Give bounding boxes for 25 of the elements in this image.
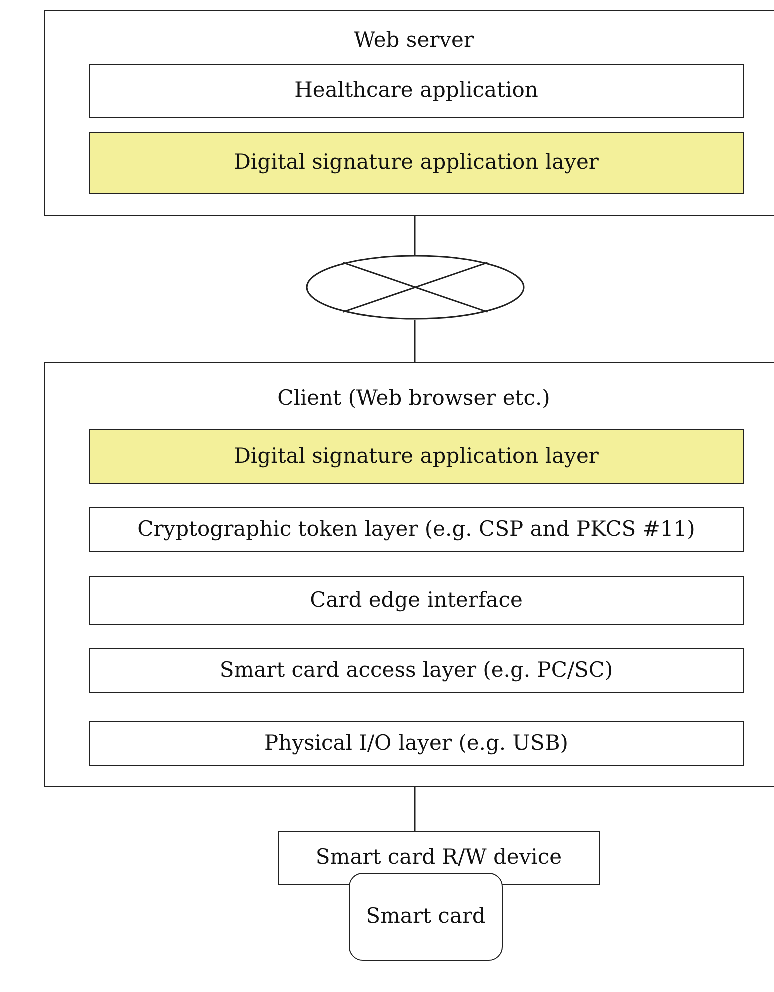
layer-box [278,831,600,885]
smart-card [349,873,503,961]
layer-box [89,429,744,484]
connector-line [414,216,416,255]
layer-box [89,648,744,693]
system-box [44,10,774,216]
layer-label: Digital signature application layer [234,150,599,176]
layer-label: Card edge interface [310,588,523,614]
layer-label: Smart card access layer (e.g. PC/SC) [220,658,614,684]
layer-label: Digital signature application layer [234,444,599,470]
layer-label: Physical I/O layer (e.g. USB) [264,730,568,756]
layer-box [89,507,744,552]
layer-box [89,132,744,194]
layer-box [89,64,744,118]
box-heading: Web server [354,28,474,52]
layer-box [89,721,744,766]
layer-label: Smart card R/W device [316,845,562,871]
layer-label: Smart card [366,904,486,930]
layer-label: Healthcare application [294,78,538,104]
system-box [44,362,774,787]
layer-box [89,576,744,625]
connector-line [414,787,416,831]
layer-label: Cryptographic token layer (e.g. CSP and PKCS #11) [138,516,696,542]
box-heading: Client (Web browser etc.) [278,386,550,410]
connector-line [414,320,416,362]
